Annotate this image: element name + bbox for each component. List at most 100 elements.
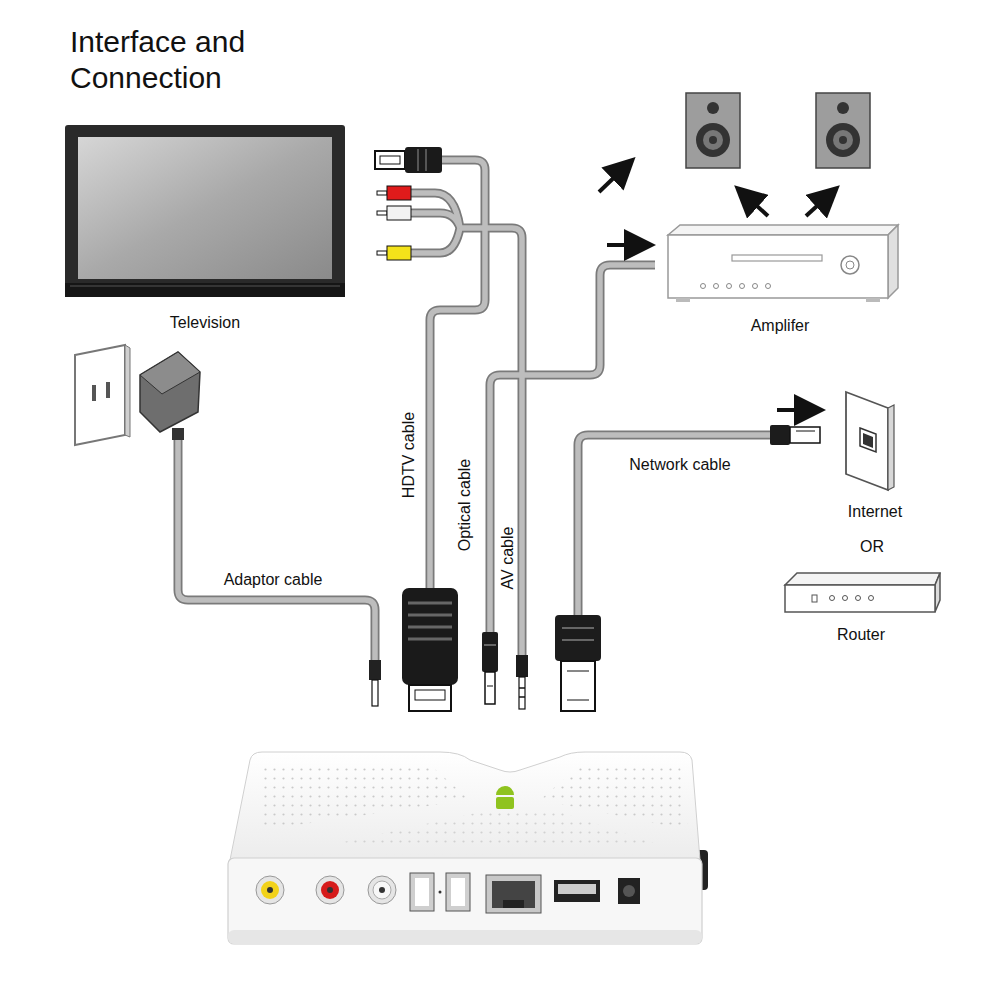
hdmi-plug	[402, 588, 458, 711]
cable-label: Network cable	[629, 455, 730, 474]
wall-outlet-part	[125, 345, 130, 437]
speaker-left-part	[686, 93, 740, 168]
node-label: Router	[837, 625, 885, 644]
av-jack-plug-part	[519, 677, 525, 709]
speaker-right-part	[826, 123, 860, 157]
rj45-plug	[555, 615, 601, 711]
television-set-part	[65, 125, 345, 297]
direction-arrow-part	[777, 408, 810, 412]
amplifier-part	[701, 284, 706, 289]
speaker-right-part	[837, 102, 849, 114]
wall-outlet	[75, 345, 130, 445]
rca-plugs-part	[377, 191, 387, 195]
speaker-left-part	[709, 136, 717, 144]
television-set-part	[70, 286, 340, 287]
tv-box-part	[230, 752, 700, 860]
tv-box-part	[496, 797, 514, 809]
av-jack-plug-part	[519, 696, 525, 698]
amplifier-part	[888, 225, 898, 298]
node-label: Internet	[848, 502, 902, 521]
amplifier	[668, 225, 898, 302]
tv-box-part	[327, 887, 333, 893]
tv-box-part	[496, 786, 514, 795]
rj45-plug-small-part	[796, 431, 815, 432]
rj45-plug-part	[562, 639, 594, 641]
tv-box-part	[554, 880, 600, 902]
tv-box	[228, 752, 708, 944]
cable-label: HDTV cable	[399, 412, 418, 498]
hdmi-plug-part	[409, 685, 451, 711]
television-set-part	[65, 283, 345, 297]
amplifier-part	[714, 284, 719, 289]
speaker-right-part	[833, 130, 853, 150]
tv-box-part	[321, 881, 339, 899]
tv-box-part	[618, 878, 640, 904]
television-node: Television	[60, 120, 350, 332]
wall-outlet-part	[106, 382, 110, 398]
optical-plug-part	[487, 686, 493, 687]
speaker-right	[816, 93, 870, 168]
dc-jack-plug	[369, 660, 381, 706]
speaker-right-part	[839, 136, 847, 144]
amplifier-part	[753, 284, 758, 289]
router-part	[785, 585, 935, 612]
amplifier-part	[676, 298, 690, 302]
router-part	[869, 596, 874, 601]
router-part	[856, 596, 861, 601]
cable-part	[578, 435, 772, 617]
rca-plugs-part	[387, 246, 411, 260]
direction-arrow-part	[806, 196, 828, 216]
av-jack-plug-part	[516, 655, 528, 677]
amplifier-node: Amplifer	[660, 222, 900, 335]
speaker-left-part	[696, 123, 730, 157]
rj45-plug-part	[561, 661, 595, 711]
tv-box-part	[558, 884, 596, 894]
direction-arrow-part	[599, 168, 624, 192]
power-adaptor-part	[140, 352, 200, 432]
hdmi-plug-part	[408, 638, 452, 641]
tv-box-part	[330, 812, 660, 845]
or-label: OR	[860, 537, 884, 556]
cable-outline-part	[490, 265, 655, 634]
tv-box-part	[228, 858, 702, 944]
rca-plugs-part	[387, 186, 411, 200]
router-node: Router	[778, 568, 944, 644]
tv-box-part	[451, 878, 465, 906]
cable-label: AV cable	[498, 527, 517, 590]
cable-label: Optical cable	[455, 459, 474, 552]
router-part	[812, 595, 817, 602]
speaker-left	[686, 93, 740, 168]
direction-arrow-part	[607, 243, 640, 247]
wall-outlet-part	[75, 345, 125, 445]
optical-plug-part	[482, 632, 498, 672]
rca-plugs-part	[377, 211, 387, 215]
optical-plug-part	[485, 672, 495, 704]
network-socket-part	[863, 433, 873, 448]
cable-outline-part	[178, 440, 375, 662]
tv-box-part	[446, 873, 470, 911]
dc-jack-plug-part	[369, 660, 381, 680]
hdmi-plug-small-part	[375, 151, 405, 169]
hdmi-plug-small-part	[380, 156, 400, 164]
hdmi-plug-part	[402, 588, 458, 685]
cable-outline-part	[578, 435, 772, 617]
tv-box-part	[267, 887, 273, 893]
tv-box-part	[316, 876, 344, 904]
tv-box-part	[228, 930, 702, 944]
router	[785, 573, 940, 612]
amplifier-part	[727, 284, 732, 289]
tv-box-part	[410, 873, 434, 911]
tv-box-part	[261, 881, 279, 899]
av-jack-plug	[516, 655, 528, 709]
router-part	[830, 596, 835, 601]
amplifier-part	[740, 284, 745, 289]
hdmi-plug-small-part	[405, 147, 442, 173]
node-label: Television	[170, 313, 240, 332]
router-part	[785, 573, 940, 585]
tv-box-part	[415, 878, 429, 906]
amplifier-part	[866, 298, 880, 302]
direction-arrow	[599, 168, 828, 410]
amplifier-part	[668, 235, 888, 298]
rj45-plug-small-part	[770, 425, 790, 445]
